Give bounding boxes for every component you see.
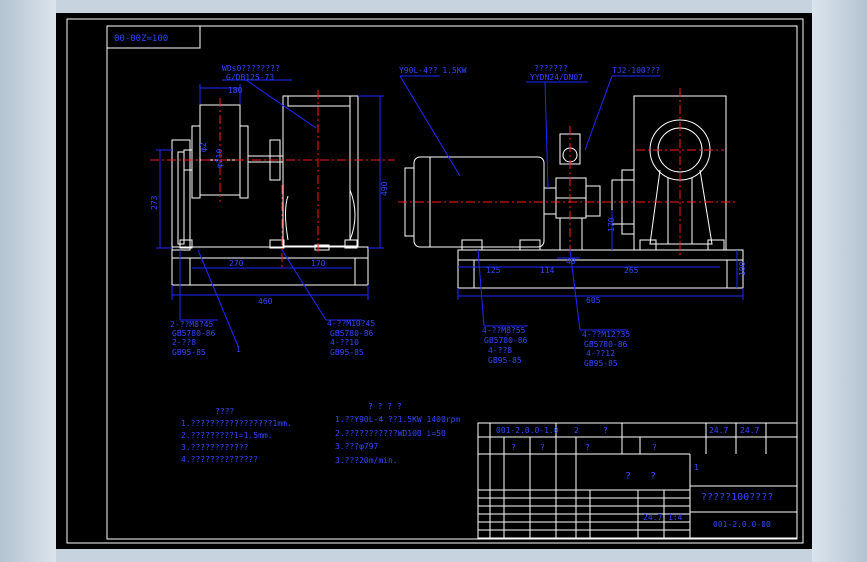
- right-base: [457, 249, 744, 289]
- coupling-label-2: YYDN24/DN07: [530, 73, 583, 82]
- right-dim-height: 100: [738, 261, 747, 276]
- left-dim-height-right: 490: [380, 181, 389, 196]
- tb-val-247c: 24.7: [643, 513, 662, 522]
- motor-label: Y90L-4?? 1.5KW: [399, 66, 467, 75]
- drawing-sheet: [56, 13, 812, 549]
- coupling-label-1: ???????: [534, 64, 568, 73]
- notes-left-line-1: 1.?????????????????1mm.: [181, 419, 292, 428]
- right-bolt1-line3: 4-??8: [488, 346, 512, 355]
- left-background: [0, 0, 56, 562]
- reducer-label: TJ2-100???: [612, 66, 660, 75]
- tb-num: 2: [574, 426, 579, 435]
- tb-sheet-no: 1: [694, 463, 699, 472]
- right-dimensions: [399, 75, 744, 331]
- notes-left-line-2: 2.?????????1=1.5mm.: [181, 431, 273, 440]
- left-bolt2-line1: 4-??M10?45: [327, 319, 375, 328]
- right-bolt2-line4: GB95-85: [584, 359, 618, 368]
- right-bolt1-line4: GB95-85: [488, 356, 522, 365]
- left-bolt1-line4: GB95-85: [172, 348, 206, 357]
- tb-q5: ?: [652, 443, 657, 452]
- left-bolt1-line3: 2-??8: [172, 338, 196, 347]
- tb-ratio: 1:4: [668, 513, 683, 522]
- notes-right-line-3: 3.???φ797: [335, 442, 379, 451]
- scale-box: [106, 25, 201, 49]
- notes-right-line-2: 2.???????????WD100 i=50: [335, 429, 446, 438]
- right-bolt2-line3: 4-??12: [586, 349, 615, 358]
- left-bolt2-line3: 4-??10: [330, 338, 359, 347]
- right-bolt2-line1: 4-??M12?35: [582, 330, 630, 339]
- left-dim-d1: φ2: [199, 142, 208, 152]
- right-dim-total: 605: [586, 296, 601, 305]
- scale-label: 00-00Z=100: [114, 34, 168, 44]
- right-dim-vertical: 170: [607, 217, 616, 232]
- right-dim-125: 125: [486, 266, 501, 275]
- right-view: [404, 95, 744, 289]
- notes-right-line-4: 3.???20m/min.: [335, 456, 398, 465]
- tb-drawing-no: 001-2.0.0-00: [713, 520, 771, 529]
- title-block: [477, 422, 798, 539]
- tb-drawing-name: ?????100????: [701, 492, 773, 503]
- left-item-number: 1: [236, 345, 241, 354]
- tb-q2: ?: [511, 443, 516, 452]
- outer-frame: [66, 18, 804, 544]
- left-view: [171, 95, 369, 286]
- left-bolt2-line2: GB5780-86: [330, 329, 374, 338]
- left-dimensions: [156, 79, 384, 347]
- notes-right-line-1: 1.??Y90L-4 ??1.5KW 1400rpm: [335, 415, 460, 424]
- tb-part-no: 001-2.0.0-1.0: [496, 426, 559, 435]
- right-bolt1-line2: GB5780-86: [484, 336, 528, 345]
- notes-left-line-3: 3.????????????: [181, 443, 249, 452]
- left-centerlines: [150, 90, 395, 270]
- tb-center-b: ?: [650, 471, 656, 482]
- left-bolt1-line2: GB5780-86: [172, 329, 216, 338]
- left-bolt2-line4: GB95-85: [330, 348, 364, 357]
- right-bolt2-line2: GB5780-86: [584, 340, 628, 349]
- left-dim-base-1: 270: [229, 259, 244, 268]
- right-bolt1-line1: 4-??M8?55: [482, 326, 526, 335]
- left-dim-top: 180: [228, 86, 243, 95]
- tb-q1: ?: [603, 426, 608, 435]
- tb-q3: ?: [540, 443, 545, 452]
- notes-left-title: ????: [215, 407, 234, 416]
- left-note-1: WDs0????????: [222, 64, 280, 73]
- notes-right-title: ? ? ? ?: [368, 402, 402, 411]
- notes-left-line-4: 4.??????????????: [181, 455, 258, 464]
- left-dim-d2: φ210: [215, 149, 224, 168]
- right-centerlines: [398, 88, 735, 255]
- tb-q4: ?: [585, 443, 590, 452]
- right-background: [812, 0, 867, 562]
- left-dim-height-left: 273: [150, 195, 159, 210]
- left-dim-base-2: 170: [311, 259, 326, 268]
- tb-val-247a: 24.7: [709, 426, 728, 435]
- left-note-2: G/DB125-73: [226, 73, 274, 82]
- right-dim-265: 265: [624, 266, 639, 275]
- left-dim-base-total: 460: [258, 297, 273, 306]
- right-dim-inner: 40: [566, 257, 576, 266]
- tb-center-a: ?: [625, 471, 631, 482]
- right-dim-114: 114: [540, 266, 555, 275]
- left-bolt1-line1: 2-??M8?45: [170, 320, 214, 329]
- tb-val-247b: 24.7: [740, 426, 759, 435]
- inner-frame: [106, 25, 798, 540]
